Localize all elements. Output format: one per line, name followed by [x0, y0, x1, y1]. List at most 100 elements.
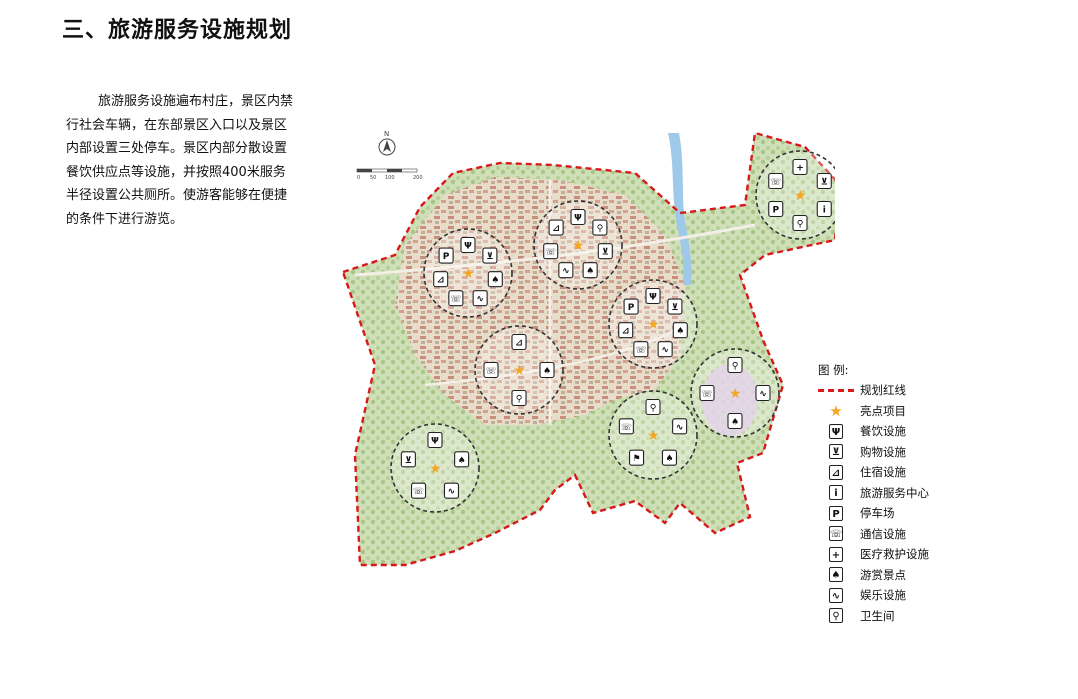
toilet-icon-glyph: ⚲ [516, 395, 523, 405]
restaurant-icon: Ψ [829, 423, 843, 439]
legend-item-parking: P 停车场 [818, 503, 929, 524]
shopping-icon-glyph: ⊻ [486, 252, 493, 262]
scenic-icon [661, 449, 678, 466]
restaurant-icon [570, 208, 586, 226]
star-icon: ★ [462, 266, 475, 282]
restaurant-icon [427, 431, 443, 449]
phone-icon [618, 418, 634, 435]
boundary-line-icon [818, 388, 854, 392]
shopping-icon [482, 247, 498, 264]
description-text: 旅游服务设施遍布村庄，景区内禁行社会车辆，在东部景区入口以及景区内部设置三处停车… [66, 94, 294, 227]
star-icon: ★ [829, 401, 843, 420]
scenic-icon [672, 322, 688, 339]
recreation-icon [443, 482, 460, 499]
service-circle-east-1: ★⚲∿♠☏ [690, 348, 780, 438]
medical-icon [792, 158, 808, 176]
phone-icon-glyph: ☏ [701, 390, 712, 400]
toilet-icon-glyph: ⚲ [797, 220, 804, 230]
recreation-icon-glyph: ∿ [562, 267, 570, 277]
north-label: N [384, 130, 389, 138]
toilet-icon-glyph: ⚲ [732, 362, 739, 372]
star-icon: ★ [647, 317, 660, 333]
legend-item-shopping: ⊻ 购物设施 [818, 442, 929, 463]
parking-icon [438, 247, 454, 264]
star-icon: ★ [647, 428, 660, 444]
scenic-icon-glyph: ♠ [586, 267, 594, 277]
river [668, 133, 692, 285]
legend-item-scenic: ♠ 游赏景点 [818, 565, 929, 586]
toilet-icon [592, 219, 608, 236]
hiker-icon [628, 449, 645, 466]
recreation-icon [755, 384, 771, 402]
svg-text:0: 0 [357, 175, 360, 181]
toilet-icon: ⚲ [829, 608, 843, 624]
phone-icon-glyph: ☏ [770, 178, 781, 188]
north-arrow: N [378, 130, 396, 156]
phone-icon [543, 243, 559, 260]
recreation-icon [558, 262, 574, 279]
recreation-icon-glyph: ∿ [676, 423, 684, 433]
toilet-icon-glyph: ⚲ [650, 404, 657, 414]
lodging-icon: ⊿ [829, 464, 843, 480]
phone-icon [699, 384, 715, 402]
planning-map: N 0 50 100 200 ★Ψ⊻♠∿☏⊿P★Ψ⚲⊻♠∿☏⊿★⊿♠⚲☏★Ψ⊻♠… [341, 130, 835, 567]
lodging-icon [548, 219, 564, 236]
phone-icon: ☏ [829, 526, 843, 542]
restaurant-icon-glyph: Ψ [464, 242, 472, 252]
lodging-icon-glyph: ⊿ [552, 224, 560, 234]
shopping-icon-glyph: ⊻ [671, 303, 678, 313]
shopping-icon: ⊻ [829, 444, 843, 460]
star-icon: ★ [429, 461, 442, 477]
recreation-icon [657, 341, 673, 358]
recreation-icon-glyph: ∿ [759, 390, 767, 400]
scenic-icon-glyph: ♠ [491, 276, 499, 286]
legend-item-lodging: ⊿ 住宿设施 [818, 462, 929, 483]
service-radius [474, 325, 564, 415]
shopping-icon-glyph: ⊻ [405, 456, 412, 466]
planning-boundary [341, 131, 835, 567]
service-circle-southwest-1: ★Ψ♠∿☏⊻ [390, 423, 480, 513]
svg-text:100: 100 [385, 175, 395, 181]
star-icon: ★ [513, 363, 526, 379]
toilet-icon [727, 356, 743, 374]
svg-text:50: 50 [370, 175, 376, 181]
shopping-icon-glyph: ⊻ [821, 178, 828, 188]
legend: 图 例: 规划红线 ★ 亮点项目 Ψ 餐饮设施 ⊻ 购物设施 ⊿ 住宿设施 i … [818, 362, 929, 626]
scenic-icon [582, 262, 598, 279]
legend-item-phone: ☏ 通信设施 [829, 526, 906, 542]
parking-icon [768, 200, 784, 218]
legend-item-boundary: 规划红线 [818, 380, 929, 401]
scenic-icon [454, 451, 470, 468]
phone-icon [633, 341, 649, 358]
restaurant-icon-glyph: Ψ [649, 293, 657, 303]
phone-icon [410, 482, 427, 499]
scenic-icon: ♠ [829, 567, 843, 583]
scenic-icon [727, 412, 743, 430]
shopping-icon [667, 298, 683, 315]
parking-icon-glyph: P [443, 252, 450, 262]
toilet-icon [645, 398, 661, 416]
scenic-icon [539, 361, 555, 379]
scenic-icon-glyph: ♠ [676, 327, 684, 337]
shopping-icon [597, 243, 613, 260]
service-circle-north-1: ★Ψ⚲⊻♠∿☏⊿ [533, 200, 623, 290]
shopping-icon [400, 451, 416, 468]
parking-icon-glyph: P [628, 303, 635, 313]
toilet-icon [792, 214, 808, 232]
toilet-icon [511, 389, 527, 407]
shopping-icon [816, 172, 832, 190]
service-circle-center-2: ★Ψ⊻♠∿☏⊿P [608, 279, 698, 369]
recreation-icon-glyph: ∿ [661, 346, 669, 356]
medical-icon: + [829, 546, 843, 562]
phone-icon-glyph: ☏ [635, 346, 646, 356]
service-circle-south-1: ★⚲∿♠⚑☏ [608, 390, 698, 480]
legend-item-restaurant: Ψ 餐饮设施 [818, 421, 929, 442]
phone-icon [483, 361, 499, 379]
legend-item-toilet: ⚲ 卫生间 [818, 606, 929, 627]
recreation-icon-glyph: ∿ [476, 295, 484, 305]
toilet-icon-glyph: ⚲ [597, 224, 604, 234]
lodging-icon-glyph: ⊿ [437, 276, 445, 286]
star-icon: ★ [729, 386, 742, 402]
legend-item-service-center: i 旅游服务中心 [818, 483, 929, 504]
restaurant-icon-glyph: Ψ [574, 214, 582, 224]
